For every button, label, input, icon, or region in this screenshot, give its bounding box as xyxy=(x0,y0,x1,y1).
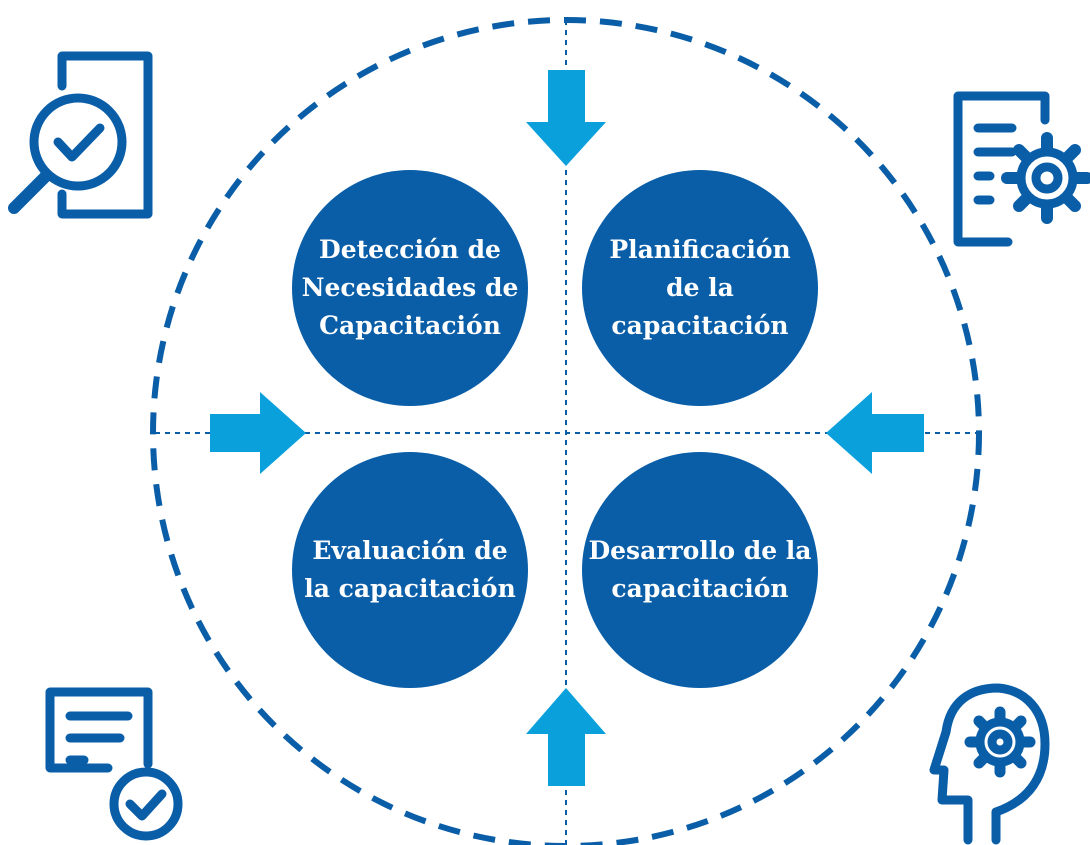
stage-planning-label: Planificación de la capacitación xyxy=(609,235,791,340)
stage-development-label: Desarrollo de la capacitación xyxy=(588,536,812,603)
arrow-up xyxy=(526,688,606,786)
stage-evaluation-circle: Evaluación de la capacitación xyxy=(292,452,528,688)
stage-detection-label: Detección de Necesidades de Capacitación xyxy=(301,235,519,340)
magnifier-check-document-icon xyxy=(8,51,153,219)
stage-detection-circle: Detección de Necesidades de Capacitación xyxy=(292,170,528,406)
document-gear-icon xyxy=(953,91,1090,247)
arrow-left xyxy=(826,392,924,474)
stage-development-circle: Desarrollo de la capacitación xyxy=(582,452,818,688)
head-gear-icon xyxy=(929,683,1050,845)
stage-planning-circle: Planificación de la capacitación xyxy=(582,170,818,406)
arrow-down xyxy=(526,70,606,166)
stage-evaluation-label: Evaluación de la capacitación xyxy=(304,536,516,603)
arrow-right xyxy=(210,392,306,474)
document-check-icon xyxy=(45,687,183,841)
